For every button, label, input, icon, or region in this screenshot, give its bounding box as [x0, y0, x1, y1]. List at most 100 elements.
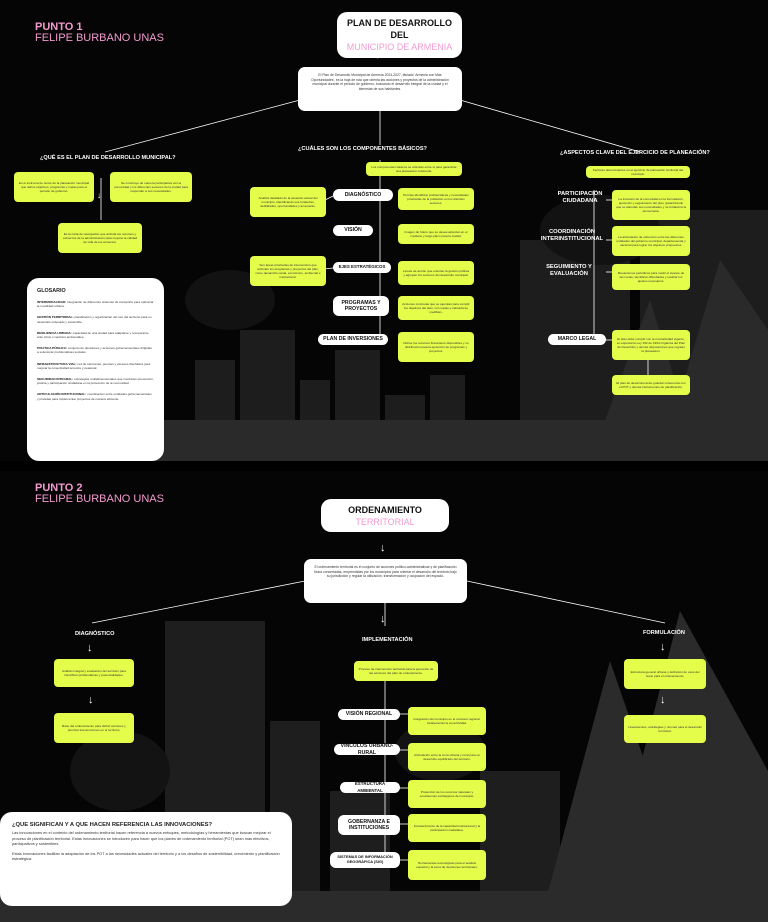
glossary-title: GLOSARIO	[37, 288, 66, 294]
component-vision: VISIÓN	[333, 225, 373, 236]
panel-punto-2: PUNTO 2 FELIPE BURBANO UNAS ORDENAMIENTO…	[0, 471, 768, 922]
glossary-definition: integración de diferentes sistemas de tr…	[37, 300, 154, 309]
components-intro: Los componentes básicos se articulan ent…	[366, 162, 462, 176]
glossary-item: INFRAESTRUCTURA VIAL: red de carreteras,…	[37, 362, 154, 370]
innovaciones-paragraph-1: Las innovaciones en el contexto del orde…	[12, 830, 271, 847]
punto-2-heading: PUNTO 2 FELIPE BURBANO UNAS	[35, 483, 164, 505]
glossary-term: INTERMODALIDAD:	[37, 300, 67, 304]
glossary-term: POLÍTICA PÚBLICA:	[37, 346, 67, 351]
glossary-definition: coordinación entre entidades gubernament…	[37, 392, 152, 401]
down-arrow-icon: ↓	[88, 694, 94, 706]
stage-diagnostico: DIAGNÓSTICO	[75, 631, 115, 637]
aspects-intro: Factores determinantes en el ejercicio d…	[586, 166, 690, 178]
panel-punto-1: PUNTO 1 FELIPE BURBANO UNAS PLAN DE DESA…	[14, 12, 768, 461]
down-arrow-icon: ↓	[87, 642, 93, 654]
down-arrow-icon: ↓	[660, 694, 666, 706]
glossary-list: INTERMODALIDAD: integración de diferente…	[37, 300, 154, 401]
aspect-coordinacion: COORDINACIÓN INTERINSTITUCIONAL	[540, 229, 604, 243]
aspect-seguimiento-desc: Mecanismos periódicos para medir el avan…	[612, 264, 690, 290]
impl-vinculos: VÍNCULOS URBANO-RURAL	[334, 743, 400, 756]
component-diagnostico-right: Permite identificar problemáticas y nece…	[398, 188, 474, 210]
diag-box-1: Análisis integral y evaluación del terri…	[54, 659, 134, 687]
glossary-term: RESILIENCIA URBANA:	[37, 330, 72, 335]
aspect-coordinacion-desc: La articulación de esfuerzos entre las d…	[612, 226, 690, 256]
what-box-1: Es el instrumento rector de la planeació…	[14, 172, 94, 202]
impl-vision-regional: VISIÓN REGIONAL	[338, 709, 400, 720]
stage-implementacion: IMPLEMENTACIÓN	[362, 637, 413, 643]
glossary-item: RESILIENCIA URBANA: capacidad de una ciu…	[37, 331, 154, 339]
aspect-participacion-desc: La inclusión de la comunidad en la formu…	[612, 190, 690, 220]
aspect-participacion: PARTICIPACIÓN CIUDADANA	[557, 191, 603, 205]
down-arrow-icon: ↓	[97, 191, 101, 200]
innovaciones-title: ¿QUE SIGNIFICAN Y A QUE HACEN REFERENCIA…	[12, 822, 213, 828]
author-name: FELIPE BURBANO UNAS	[35, 493, 164, 505]
component-diagnostico: DIAGNÓSTICO	[333, 189, 393, 201]
down-arrow-icon: ↓	[375, 49, 381, 61]
title-line1: PLAN DE DESARROLLO DEL	[346, 18, 452, 40]
glossary-term: INFRAESTRUCTURA VIAL:	[37, 361, 77, 366]
glossary-definition: red de carreteras, puentes y accesos dis…	[37, 361, 151, 370]
form-box-1: Estructura general urbana y definición d…	[624, 659, 706, 689]
question-aspects: ¿ASPECTOS CLAVE DEL EJERCICIO DE PLANEAC…	[560, 150, 710, 156]
aspect-extra: El plan de desarrollo debe guardar coher…	[612, 375, 690, 395]
impl-estructura: ESTRUCTURA AMBIENTAL	[340, 781, 400, 793]
component-ejes-right: Líneas de acción que orientan la gestión…	[398, 261, 474, 285]
component-inversiones: PLAN DE INVERSIONES	[318, 334, 388, 345]
impl-sig-desc: Herramientas tecnológicas para el anális…	[408, 850, 486, 880]
punto-label: PUNTO 1	[35, 21, 83, 33]
aspect-marco-legal-desc: El plan debe cumplir con la normatividad…	[612, 330, 690, 360]
impl-vision-regional-desc: Integración del municipio en el contexto…	[408, 707, 486, 735]
aspect-marco-legal: MARCO LEGAL	[548, 334, 606, 345]
down-arrow-icon: ↓	[380, 542, 386, 554]
glossary-definition: planificación y organización del uso del…	[37, 315, 152, 324]
down-arrow-icon: ↓	[380, 613, 386, 625]
component-programas: PROGRAMAS Y PROYECTOS	[333, 296, 389, 316]
impl-estructura-desc: Protección de los recursos naturales y e…	[408, 780, 486, 808]
impl-sig: SISTEMAS DE INFORMACIÓN GEOGRÁFICA (SIG)	[330, 852, 400, 868]
aspect-seguimiento: SEGUIMIENTO Y EVALUACIÓN	[546, 264, 592, 278]
glossary-definition: capacidad de una ciudad para adaptarse y…	[37, 330, 149, 340]
impl-vinculos-desc: Articulación entre la zona urbana y rura…	[408, 743, 486, 771]
glossary-term: SEGURIDAD INTEGRAL:	[37, 377, 74, 382]
glossary-term: GESTIÓN TERRITORIAL:	[37, 315, 74, 320]
glossary-item: POLÍTICA PÚBLICA: conjunto de decisiones…	[37, 346, 154, 354]
author-name: FELIPE BURBANO UNAS	[35, 32, 164, 44]
title-line2: MUNICIPIO DE ARMENIA	[346, 42, 453, 52]
what-box-2: Se construye de manera participativa con…	[110, 172, 192, 202]
impl-gobernanza: GOBERNANZA E INSTITUCIONES	[338, 815, 400, 835]
impl-gobernanza-desc: Fortalecimiento de la capacidad instituc…	[408, 814, 486, 842]
glossary-item: GESTIÓN TERRITORIAL: planificación y org…	[37, 315, 154, 323]
innovaciones-paragraph-2: Estas innovaciones facilitan la adaptaci…	[12, 850, 280, 862]
form-box-2: Lineamientos, estrategias y normas para …	[624, 715, 706, 743]
stage-formulacion: FORMULACIÓN	[643, 630, 685, 636]
glossary-card: GLOSARIO INTERMODALIDAD: integración de …	[27, 278, 164, 461]
component-programas-right: Acciones concretas que se ejecutan para …	[398, 296, 474, 320]
glossary-term: ARTICULACIÓN INSTITUCIONAL:	[37, 392, 87, 397]
down-arrow-icon: ↓	[660, 641, 666, 653]
component-ejes: EJES ESTRATÉGICOS	[333, 262, 391, 273]
component-inversiones-right: Define los recursos financieros disponib…	[398, 332, 474, 362]
ordenamiento-title: ORDENAMIENTO TERRITORIAL	[321, 499, 449, 532]
plan-title: PLAN DE DESARROLLO DEL MUNICIPIO DE ARME…	[337, 12, 462, 58]
question-what: ¿QUÉ ES EL PLAN DE DESARROLLO MUNICIPAL?	[40, 155, 176, 161]
component-ejes-left: Son áreas prioritarias de intervención q…	[250, 256, 326, 286]
what-box-3: Es la carta de navegación que articula l…	[58, 223, 142, 253]
innovaciones-card: ¿QUE SIGNIFICAN Y A QUE HACEN REFERENCIA…	[0, 812, 292, 906]
title-line1: ORDENAMIENTO	[348, 505, 422, 515]
glossary-item: SEGURIDAD INTEGRAL: estrategias multidim…	[37, 377, 154, 385]
impl-intro: Proceso de intervención territorial para…	[354, 661, 438, 681]
connector-lines	[91, 580, 666, 866]
question-components: ¿CUÁLES SON LOS COMPONENTES BÁSICOS?	[298, 146, 427, 152]
glossary-item: INTERMODALIDAD: integración de diferente…	[37, 300, 154, 308]
glossary-definition: estrategias multidimensionales que combi…	[37, 377, 154, 386]
punto-label: PUNTO 2	[35, 482, 83, 494]
component-diagnostico-left: Análisis detallado de la situación actua…	[250, 187, 326, 217]
glossary-definition: conjunto de decisiones y acciones gubern…	[37, 346, 152, 355]
plan-intro: El Plan de Desarrollo Municipal de Armen…	[298, 67, 462, 111]
ordenamiento-intro: El ordenamiento territorial es el conjun…	[304, 559, 467, 603]
city-background	[0, 471, 768, 922]
title-line2: TERRITORIAL	[355, 517, 415, 527]
glossary-item: ARTICULACIÓN INSTITUCIONAL: coordinación…	[37, 392, 154, 400]
punto-1-heading: PUNTO 1 FELIPE BURBANO UNAS	[35, 22, 164, 44]
diag-box-2: Base del ordenamiento para definir accio…	[54, 713, 134, 743]
